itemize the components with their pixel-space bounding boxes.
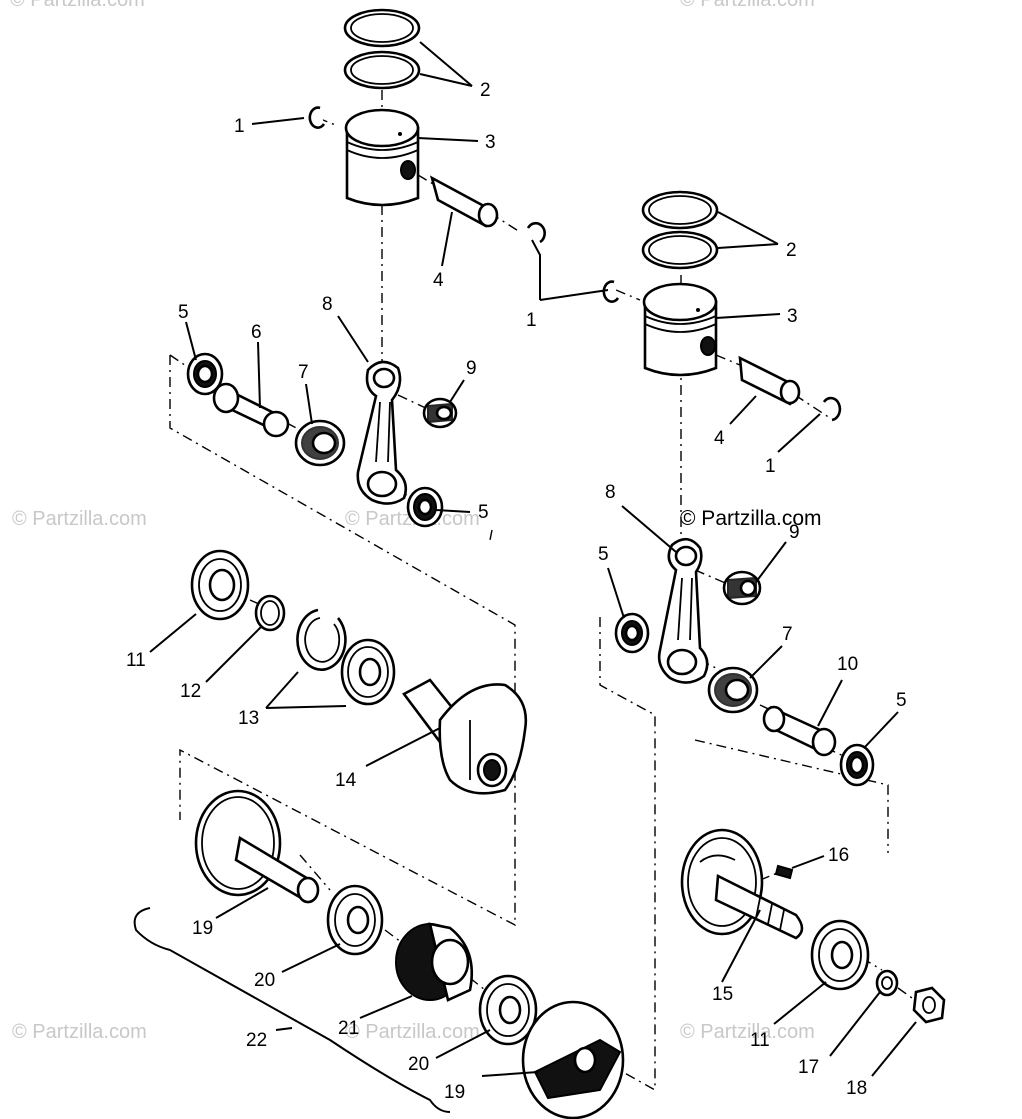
leader-lines <box>133 41 917 1113</box>
connecting-rod-left <box>356 360 408 505</box>
seal-right-upper <box>614 612 650 654</box>
flywheel-half-left <box>194 789 320 904</box>
needle-bearing-right <box>707 666 759 714</box>
callout-15: 15 <box>712 984 733 1005</box>
callout-4: 4 <box>714 428 725 449</box>
woodruff-key <box>774 864 794 880</box>
callout-13: 13 <box>238 708 259 729</box>
snap-ring-left <box>254 594 286 632</box>
retaining-ring-left <box>296 608 347 671</box>
callout-8: 8 <box>605 482 616 503</box>
callout-1: 1 <box>234 116 245 137</box>
piston-pin-left <box>429 175 499 228</box>
callout-7: 7 <box>298 362 309 383</box>
callout-5: 5 <box>896 690 907 711</box>
needle-bearing-left <box>294 419 346 467</box>
bearing-13-left <box>340 638 396 706</box>
callout-3: 3 <box>485 132 496 153</box>
watermark: © Partzilla.com <box>680 0 815 11</box>
callout-20: 20 <box>408 1054 429 1075</box>
callout-18: 18 <box>846 1078 867 1099</box>
callout-21: 21 <box>338 1018 359 1039</box>
callout-4: 4 <box>433 270 444 291</box>
callout-11: 11 <box>750 1030 770 1051</box>
circlip-left-lower <box>526 221 546 244</box>
callout-5: 5 <box>178 302 189 323</box>
copyright-notice: © Partzilla.com <box>680 507 822 530</box>
callout-12: 12 <box>180 681 201 702</box>
callout-20: 20 <box>254 970 275 991</box>
circlip-left-upper <box>308 106 326 129</box>
callout-7: 7 <box>782 624 793 645</box>
needle-bearing-21 <box>395 922 474 1002</box>
crankpin-right <box>762 705 837 757</box>
callout-3: 3 <box>787 306 798 327</box>
watermark: © Partzilla.com <box>10 0 145 11</box>
callout-22: 22 <box>246 1030 267 1051</box>
callout-9: 9 <box>466 358 477 379</box>
crankshaft-half-left <box>402 678 528 795</box>
watermark: © Partzilla.com <box>345 1021 480 1043</box>
piston-rings-right <box>641 190 719 270</box>
callout-10: 10 <box>837 654 858 675</box>
piston-left <box>344 108 420 207</box>
connecting-rod-right <box>657 537 709 684</box>
washer <box>875 969 899 997</box>
callout-14: 14 <box>335 770 357 791</box>
main-bearing-right <box>810 919 870 991</box>
callout-8: 8 <box>322 294 333 315</box>
main-bearing-left <box>190 549 250 621</box>
callout-2: 2 <box>786 240 797 261</box>
callout-1: 1 <box>765 456 776 477</box>
piston-pin-right <box>738 355 801 406</box>
callout-6: 6 <box>251 322 262 343</box>
circlip-right-lower <box>822 396 842 422</box>
seal-left-upper <box>186 352 224 396</box>
needle-bearing-small-right <box>722 570 762 606</box>
callout-19: 19 <box>444 1082 465 1103</box>
callout-5: 5 <box>478 502 489 523</box>
flywheel-half-right <box>521 1000 625 1119</box>
watermark: © Partzilla.com <box>12 1021 147 1043</box>
watermark: © Partzilla.com <box>12 508 147 530</box>
needle-bearing-small-left <box>422 397 458 429</box>
callout-19: 19 <box>192 918 213 939</box>
callout-labels: 1 1 1 2 2 3 3 4 4 5 5 5 5 6 7 7 8 8 9 9 … <box>126 80 907 1103</box>
bearing-20-lower <box>478 974 538 1046</box>
nut <box>912 986 946 1024</box>
callout-9: 9 <box>789 522 800 543</box>
watermark: © Partzilla.com <box>680 1021 815 1043</box>
crankpin-left <box>212 382 290 438</box>
callout-17: 17 <box>798 1057 819 1078</box>
callout-1: 1 <box>526 310 537 331</box>
callout-2: 2 <box>480 80 491 101</box>
callout-11: 11 <box>126 650 146 671</box>
crankshaft-half-right <box>680 828 804 940</box>
bearing-20-upper <box>326 884 384 956</box>
seal-left-lower <box>406 486 444 528</box>
piston-rings-left <box>343 8 421 90</box>
seal-right-lower <box>839 743 875 787</box>
circlip-right-upper <box>602 280 620 303</box>
callout-5: 5 <box>598 544 609 565</box>
piston-right <box>642 282 718 377</box>
callout-16: 16 <box>828 845 849 866</box>
